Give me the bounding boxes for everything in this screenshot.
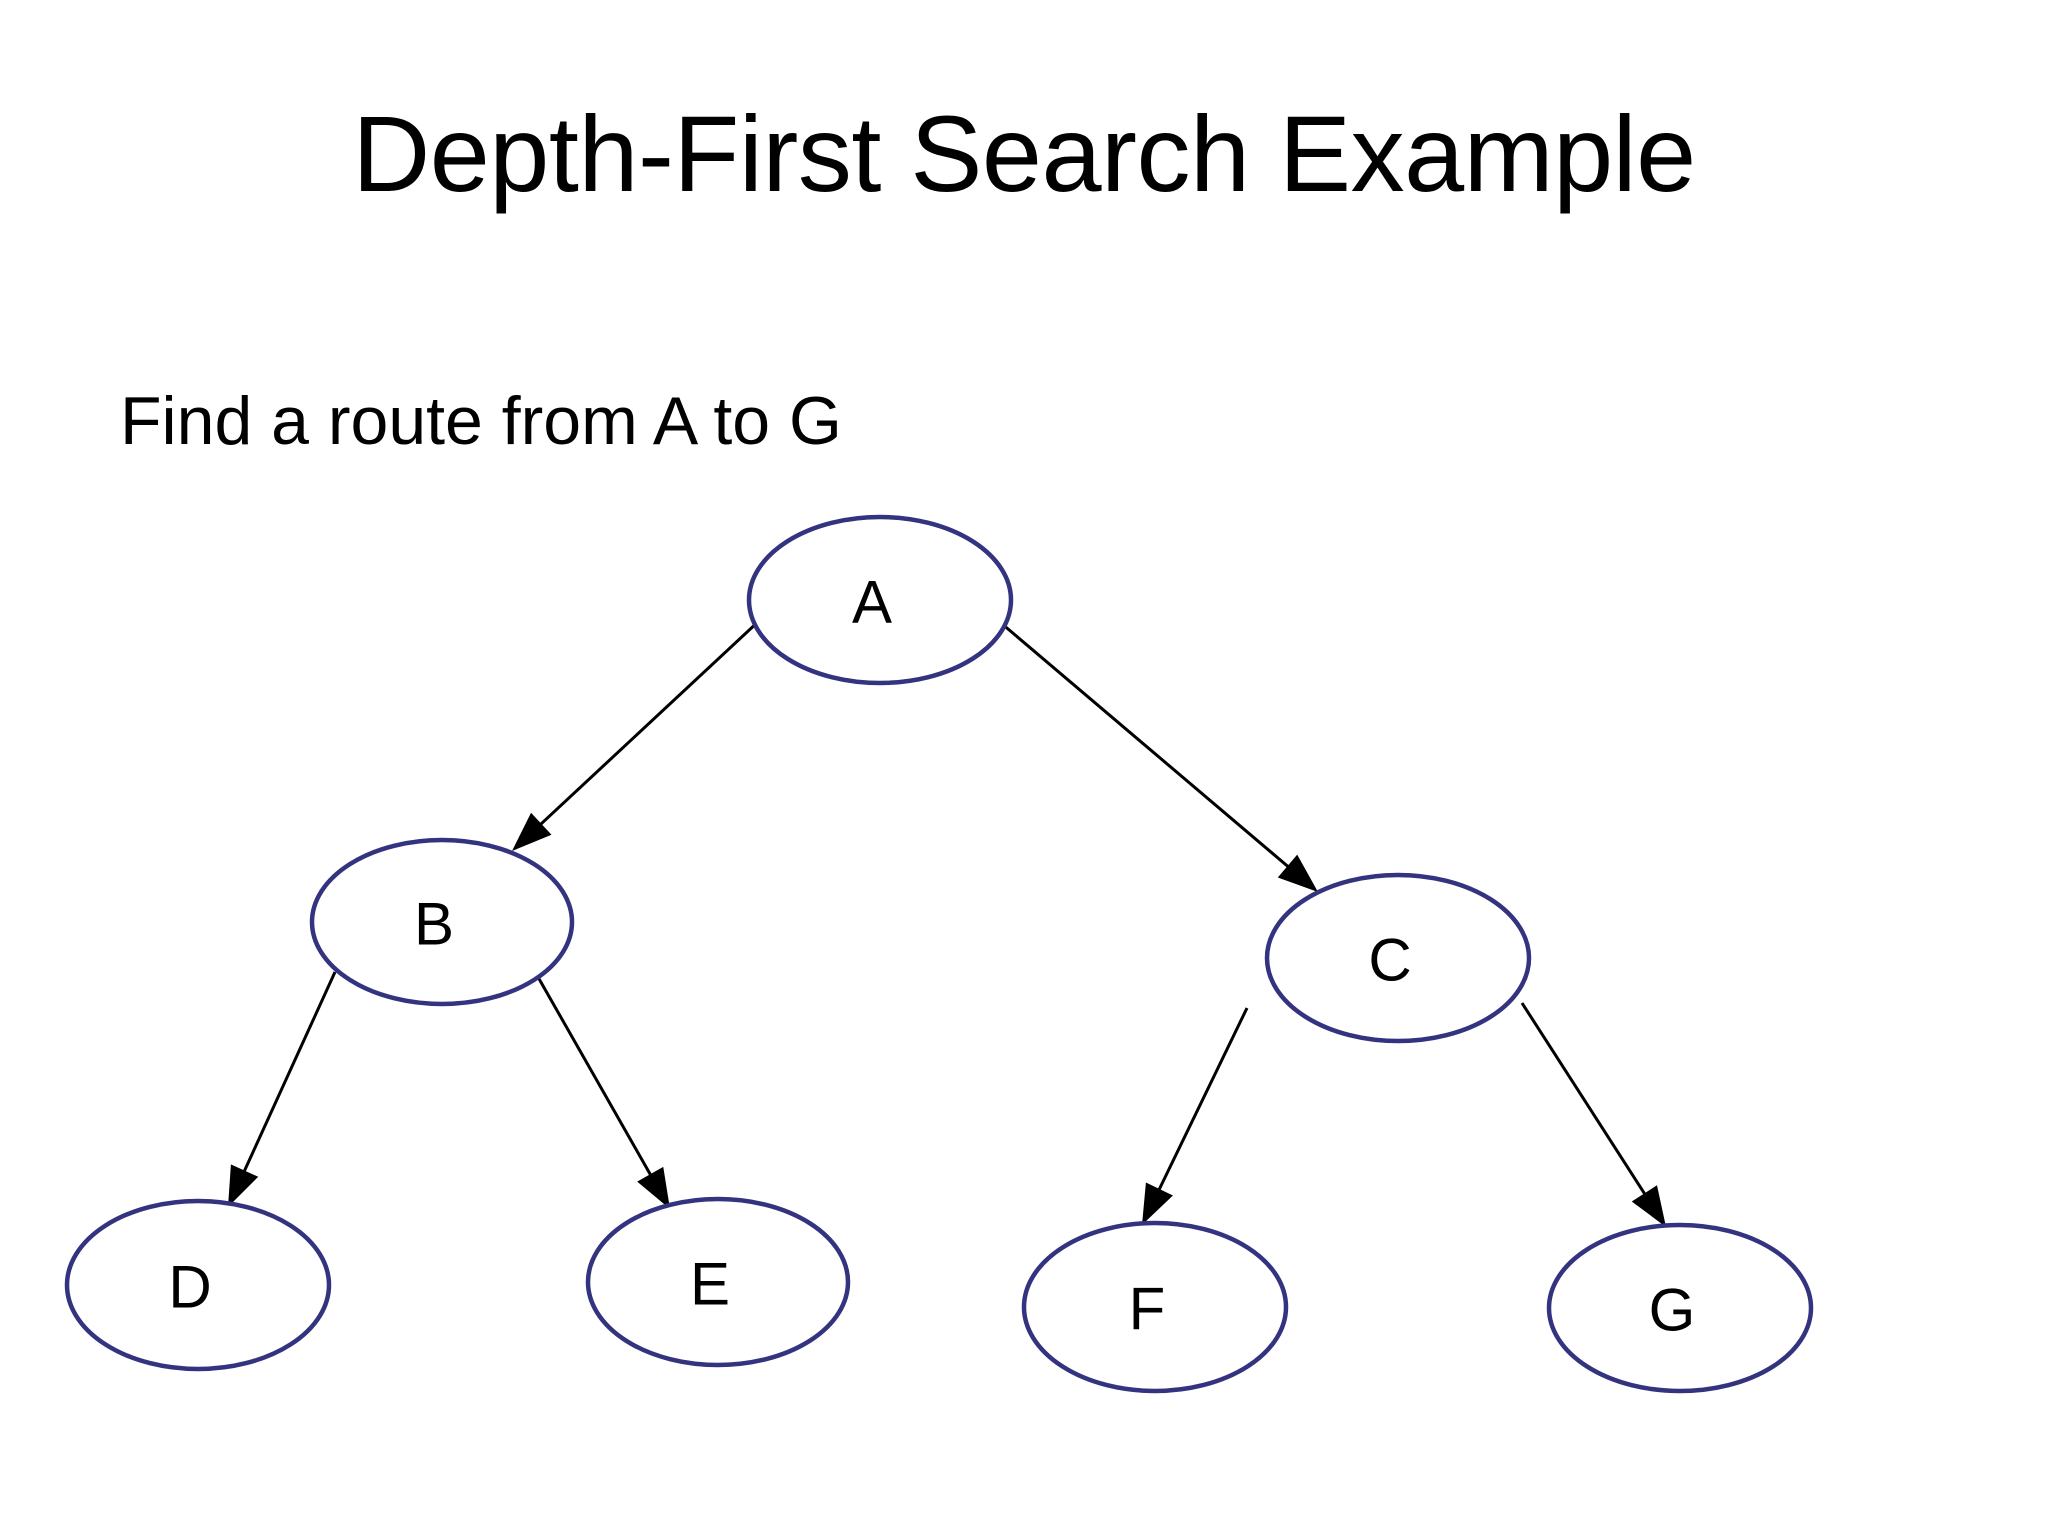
arrowhead-icon bbox=[228, 1164, 259, 1207]
arrowhead-icon bbox=[512, 812, 552, 851]
edge-line bbox=[1155, 1007, 1249, 1196]
node-ellipse[interactable] bbox=[1546, 1222, 1814, 1394]
node-label: C bbox=[1368, 927, 1411, 994]
edge-line bbox=[535, 618, 762, 829]
edge-a-to-c bbox=[1000, 621, 1318, 892]
arrowhead-icon bbox=[1631, 1185, 1666, 1227]
graph-node-g[interactable]: G bbox=[1546, 1222, 1814, 1394]
node-ellipse[interactable] bbox=[1264, 872, 1532, 1044]
node-layer: A B C D E F G bbox=[64, 514, 1814, 1394]
slide-subtitle: Find a route from A to G bbox=[120, 383, 842, 459]
node-ellipse[interactable] bbox=[64, 1198, 332, 1372]
node-label: G bbox=[1649, 1277, 1696, 1344]
node-ellipse[interactable] bbox=[746, 514, 1014, 686]
node-label: A bbox=[852, 569, 892, 636]
arrowhead-icon bbox=[1277, 854, 1318, 892]
edge-layer bbox=[228, 618, 1666, 1227]
edge-c-to-f bbox=[1142, 1007, 1249, 1225]
page-title: Depth-First Search Example bbox=[352, 93, 1696, 214]
node-ellipse[interactable] bbox=[1021, 1220, 1289, 1394]
node-ellipse[interactable] bbox=[585, 1196, 851, 1368]
graph-node-e[interactable]: E bbox=[585, 1196, 851, 1368]
edge-b-to-e bbox=[532, 969, 670, 1209]
graph-node-f[interactable]: F bbox=[1021, 1220, 1289, 1394]
node-label: E bbox=[690, 1251, 730, 1318]
edge-line bbox=[532, 969, 655, 1181]
graph-node-a[interactable]: A bbox=[746, 514, 1014, 686]
edge-line bbox=[1000, 621, 1294, 872]
edge-c-to-g bbox=[1520, 1002, 1666, 1227]
edge-a-to-b bbox=[512, 618, 762, 851]
edge-line bbox=[1520, 1002, 1649, 1200]
node-label: D bbox=[168, 1254, 211, 1321]
graph-node-d[interactable]: D bbox=[64, 1198, 332, 1372]
graph-node-c[interactable]: C bbox=[1264, 872, 1532, 1044]
edge-line bbox=[240, 971, 337, 1177]
edge-b-to-d bbox=[228, 971, 337, 1207]
node-ellipse[interactable] bbox=[309, 837, 575, 1007]
graph-node-b[interactable]: B bbox=[309, 837, 575, 1007]
arrowhead-icon bbox=[637, 1166, 670, 1209]
node-label: B bbox=[414, 891, 454, 958]
arrowhead-icon bbox=[1142, 1182, 1173, 1225]
node-label: F bbox=[1129, 1276, 1166, 1343]
